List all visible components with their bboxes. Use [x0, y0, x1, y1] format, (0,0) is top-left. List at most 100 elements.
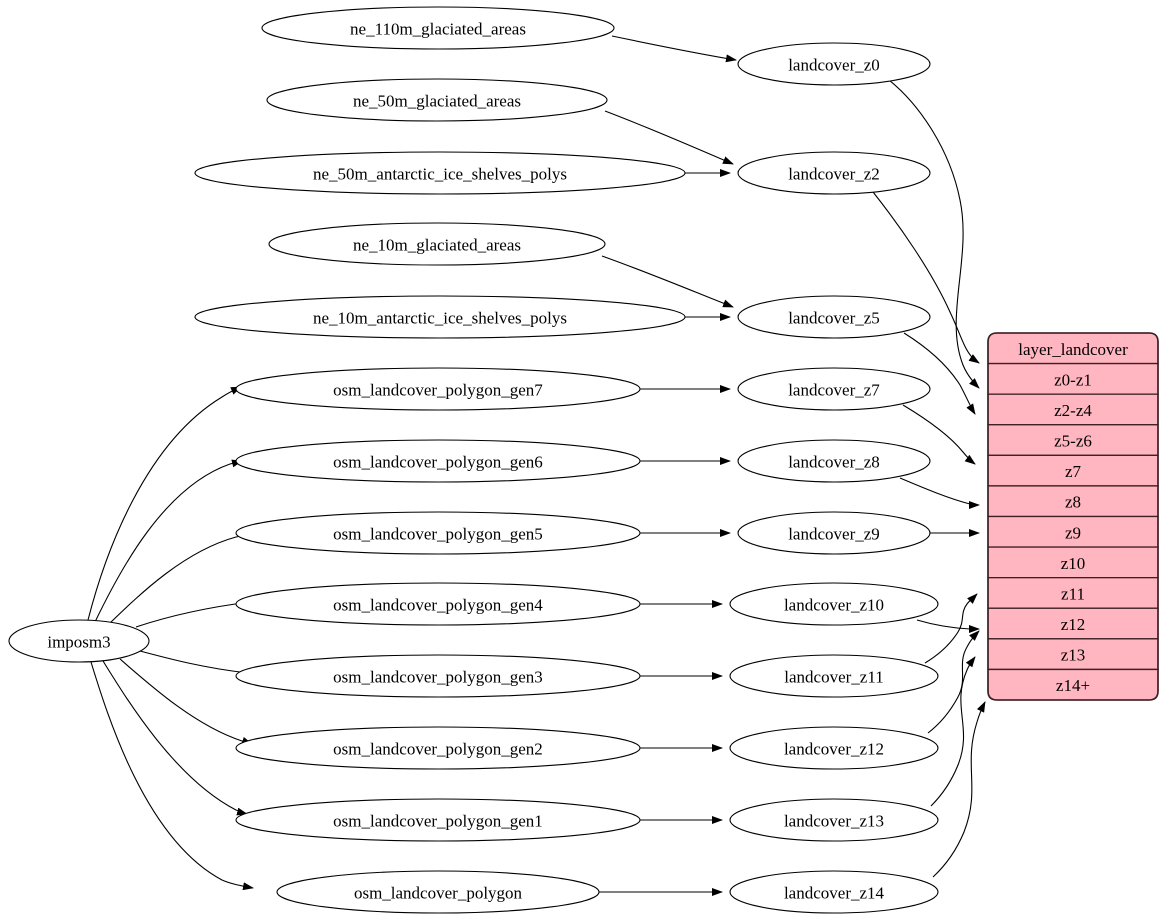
- node-shape: [235, 798, 641, 842]
- layer-node-landcover_z11[interactable]: landcover_z11: [729, 654, 939, 698]
- node-label: landcover_z5: [788, 309, 880, 328]
- node-shape: [235, 582, 641, 626]
- node-shape: [266, 78, 608, 122]
- node-shape: [737, 295, 931, 339]
- source-node-osm_landcover_polygon_gen2[interactable]: osm_landcover_polygon_gen2: [235, 726, 641, 770]
- table-row-z8[interactable]: z8: [987, 485, 1159, 518]
- layer-node-landcover_z10[interactable]: landcover_z10: [729, 582, 939, 626]
- node-label: ne_110m_glaciated_areas: [350, 20, 526, 39]
- node-shape: [729, 582, 939, 626]
- node-shape: [235, 726, 641, 770]
- table-row-z5-z6[interactable]: z5-z6: [987, 424, 1159, 456]
- source-node-osm_landcover_polygon_gen4[interactable]: osm_landcover_polygon_gen4: [235, 582, 641, 626]
- node-shape: [729, 726, 939, 770]
- node-shape: [194, 295, 686, 339]
- source-node-ne_10m_glaciated_areas[interactable]: ne_10m_glaciated_areas: [268, 222, 606, 266]
- table-row-bg: [987, 362, 1159, 395]
- source-node-ne_50m_glaciated_areas[interactable]: ne_50m_glaciated_areas: [266, 78, 608, 122]
- layer-node-landcover_z12[interactable]: landcover_z12: [729, 726, 939, 770]
- source-node-osm_landcover_polygon[interactable]: osm_landcover_polygon: [276, 870, 600, 914]
- node-label: ne_50m_antarctic_ice_shelves_polys: [313, 165, 567, 184]
- edge-landcover_z12-to-z12: [927, 630, 980, 734]
- node-label: ne_10m_glaciated_areas: [353, 236, 521, 255]
- edge-imposm3-to-osm_landcover_polygon: [90, 661, 254, 891]
- table-row-z7[interactable]: z7: [987, 454, 1159, 487]
- layer-node-landcover_z0[interactable]: landcover_z0: [737, 42, 931, 86]
- table-row-bg: [987, 638, 1159, 671]
- node-label: osm_landcover_polygon_gen5: [333, 525, 543, 544]
- source-node-ne_110m_glaciated_areas[interactable]: ne_110m_glaciated_areas: [261, 6, 615, 50]
- table-row-label: z2-z4: [1054, 401, 1092, 420]
- layer-node-landcover_z14[interactable]: landcover_z14: [729, 870, 939, 914]
- edge-imposm3-to-osm_landcover_polygon_gen3: [139, 650, 258, 678]
- edge-landcover_z13-to-z13: [930, 656, 976, 807]
- table-row-z13[interactable]: z13: [987, 638, 1159, 671]
- edge-landcover_z14-to-z14+: [932, 701, 986, 878]
- node-shape: [235, 654, 641, 698]
- node-shape: [235, 511, 641, 555]
- source-node-osm_landcover_polygon_gen6[interactable]: osm_landcover_polygon_gen6: [235, 439, 641, 483]
- layer-node-landcover_z5[interactable]: landcover_z5: [737, 295, 931, 339]
- edge-imposm3-to-osm_landcover_polygon_gen5: [108, 531, 254, 625]
- table-row-z9[interactable]: z9: [987, 515, 1159, 548]
- source-node-ne_50m_antarctic_ice_shelves_polys[interactable]: ne_50m_antarctic_ice_shelves_polys: [194, 151, 686, 195]
- table-row-z11[interactable]: z11: [987, 577, 1159, 609]
- edge-landcover_z11-to-z11: [924, 593, 978, 664]
- edges-layer: [87, 35, 986, 896]
- edge-landcover_z8-to-z8: [899, 477, 980, 509]
- layer-node-landcover_z7[interactable]: landcover_z7: [737, 367, 931, 411]
- node-label: osm_landcover_polygon_gen3: [333, 668, 543, 687]
- layer-node-landcover_z9[interactable]: landcover_z9: [737, 511, 931, 555]
- node-label: landcover_z14: [784, 884, 885, 903]
- edge-imposm3-to-osm_landcover_polygon_gen6: [94, 459, 243, 623]
- edge-landcover_z2-to-z0-z1: [872, 191, 980, 364]
- node-shape: [737, 439, 931, 483]
- source-node-osm_landcover_polygon_gen3[interactable]: osm_landcover_polygon_gen3: [235, 654, 641, 698]
- source-node-osm_landcover_polygon_gen5[interactable]: osm_landcover_polygon_gen5: [235, 511, 641, 555]
- node-shape: [268, 222, 606, 266]
- node-shape: [729, 798, 939, 842]
- table-row-z0-z1[interactable]: z0-z1: [987, 362, 1159, 395]
- table-row-z12[interactable]: z12: [987, 607, 1159, 640]
- table-row-label: z13: [1061, 646, 1086, 665]
- layer-node-landcover_z13[interactable]: landcover_z13: [729, 798, 939, 842]
- edge-landcover_z0-to-z2-z4: [888, 79, 980, 389]
- node-label: osm_landcover_polygon_gen7: [333, 381, 543, 400]
- table-row-z2-z4[interactable]: z2-z4: [987, 393, 1159, 426]
- table-row-label: z5-z6: [1054, 432, 1092, 451]
- root-node-imposm3[interactable]: imposm3: [8, 619, 150, 663]
- node-shape: [8, 619, 150, 663]
- table-row-label: z12: [1061, 615, 1086, 634]
- node-label: landcover_z7: [788, 381, 880, 400]
- edge-ne_50m_glaciated_areas-to-landcover_z2: [604, 110, 734, 165]
- table-outline: [987, 332, 1159, 701]
- edge-landcover_z10-to-z10: [916, 619, 980, 633]
- source-node-osm_landcover_polygon_gen7[interactable]: osm_landcover_polygon_gen7: [235, 367, 641, 411]
- table-row-bg: [987, 546, 1159, 579]
- table-header-label: layer_landcover: [1018, 340, 1128, 359]
- node-shape: [235, 367, 641, 411]
- node-shape: [729, 654, 939, 698]
- table-row-label: z10: [1061, 554, 1086, 573]
- table-row-label: z11: [1061, 584, 1085, 603]
- source-node-ne_10m_antarctic_ice_shelves_polys[interactable]: ne_10m_antarctic_ice_shelves_polys: [194, 295, 686, 339]
- node-label: landcover_z0: [788, 56, 880, 75]
- node-shape: [737, 151, 931, 195]
- node-label: osm_landcover_polygon_gen6: [333, 453, 543, 472]
- edge-ne_10m_glaciated_areas-to-landcover_z5: [601, 255, 734, 308]
- node-label: landcover_z10: [784, 596, 884, 615]
- table-row-z14+[interactable]: z14+: [987, 668, 1159, 701]
- node-label: imposm3: [47, 633, 110, 652]
- table-row-label: z9: [1065, 523, 1081, 542]
- table-row-z10[interactable]: z10: [987, 546, 1159, 579]
- node-shape: [276, 870, 600, 914]
- layer-node-landcover_z8[interactable]: landcover_z8: [737, 439, 931, 483]
- node-shape: [737, 367, 931, 411]
- node-shape: [737, 42, 931, 86]
- layer-node-landcover_z2[interactable]: landcover_z2: [737, 151, 931, 195]
- source-node-osm_landcover_polygon_gen1[interactable]: osm_landcover_polygon_gen1: [235, 798, 641, 842]
- node-shape: [737, 511, 931, 555]
- edge-imposm3-to-osm_landcover_polygon_gen2: [119, 658, 253, 745]
